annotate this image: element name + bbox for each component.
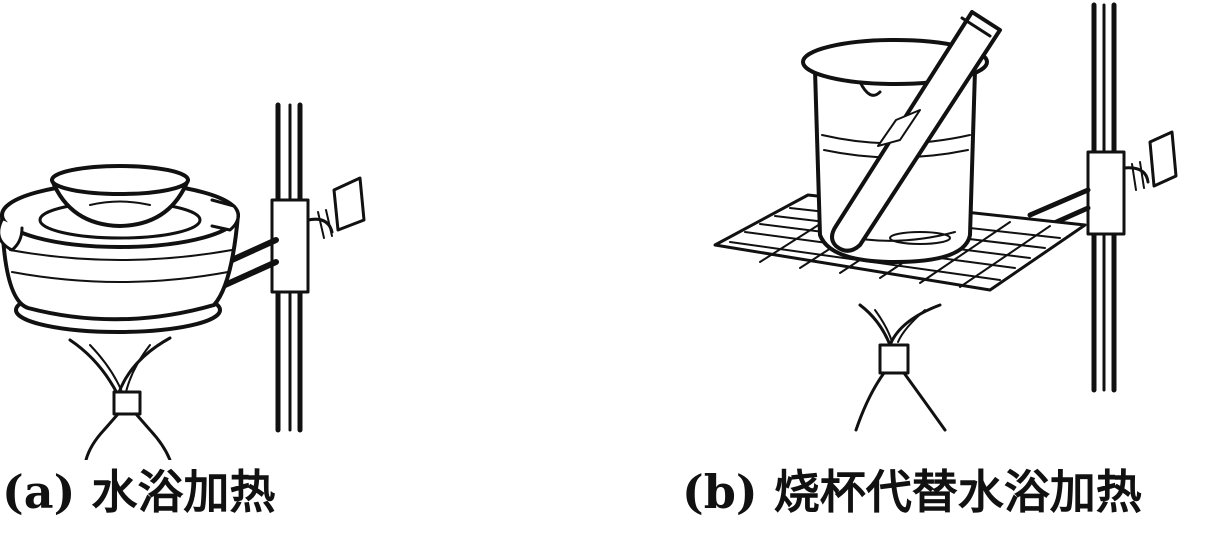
evaporating-dish (50, 164, 190, 228)
clamp-b (1086, 130, 1178, 236)
caption-a: (a) 水浴加热 (2, 465, 276, 519)
caption-b: (b) 烧杯代替水浴加热 (682, 465, 1142, 519)
alcohol-lamp-a (84, 390, 172, 460)
panel-b-illustration (713, 2, 1178, 432)
test-tube (830, 10, 1002, 253)
alcohol-lamp-b (854, 343, 947, 432)
flame-b (858, 303, 942, 347)
panel-a-illustration (0, 102, 366, 460)
clamp-a (270, 176, 366, 294)
flame-a (68, 336, 172, 397)
